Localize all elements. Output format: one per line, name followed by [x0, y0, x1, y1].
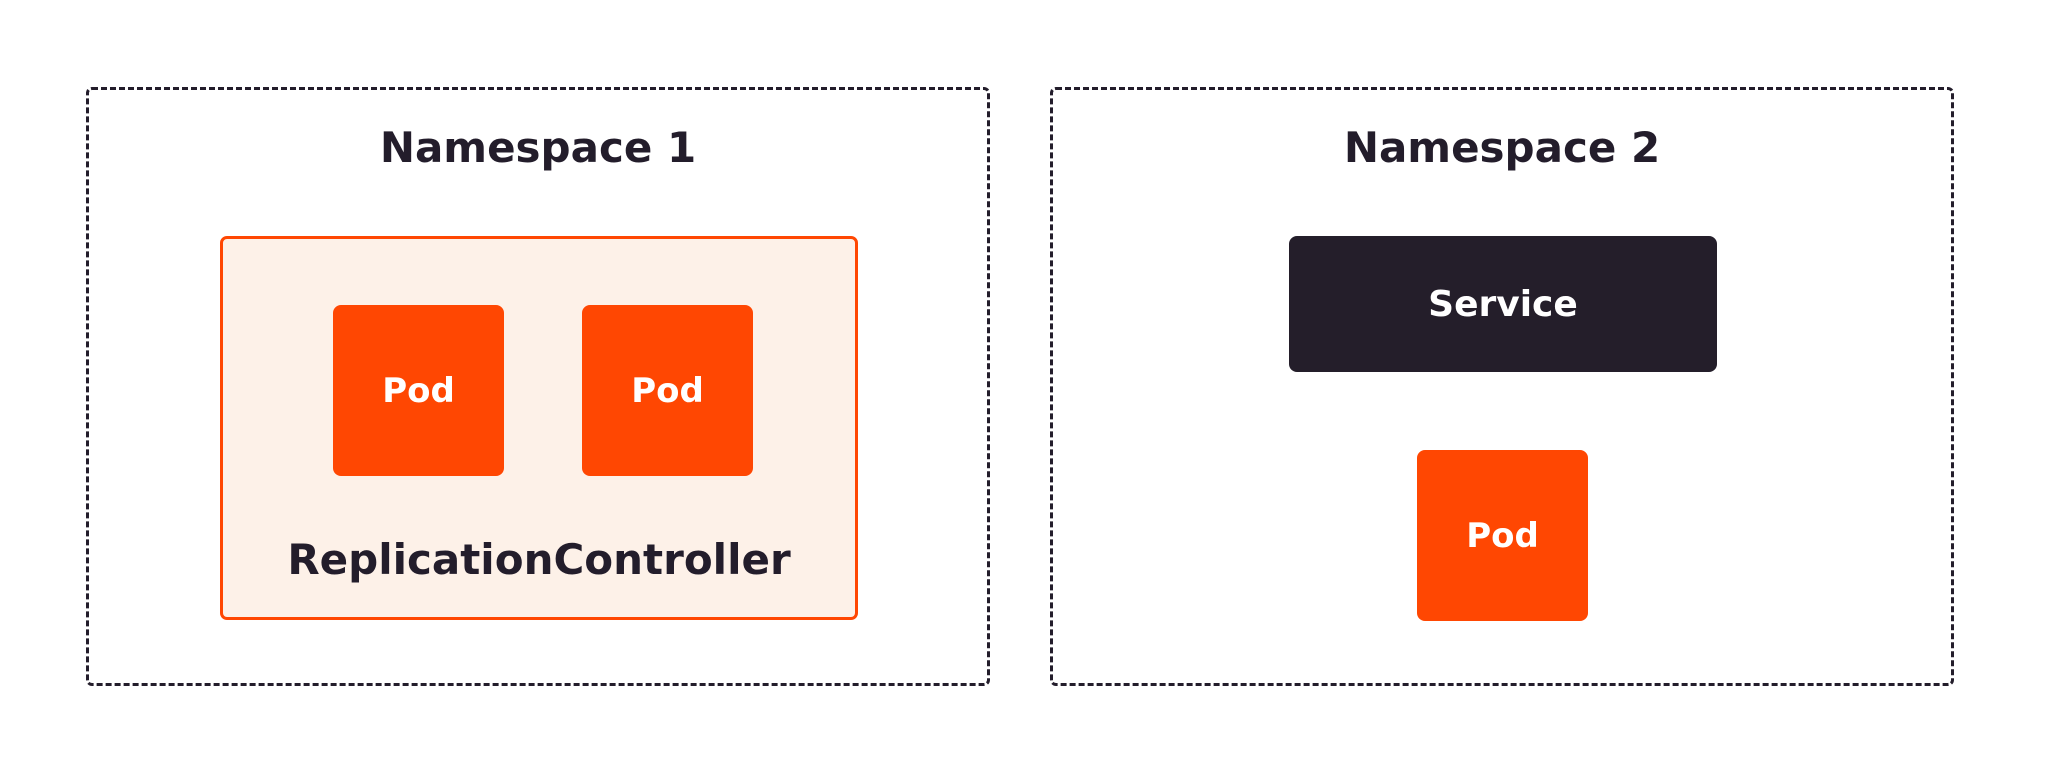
namespace-2-title: Namespace 2	[1343, 123, 1661, 172]
namespace-2-box: Namespace 2 Service Pod	[1050, 87, 1954, 686]
service-node: Service	[1289, 236, 1717, 372]
namespace-1-title: Namespace 1	[379, 123, 697, 172]
namespace-1-box: Namespace 1 Pod Pod ReplicationControlle…	[86, 87, 990, 686]
replication-controller-box: Pod Pod ReplicationController	[220, 236, 858, 620]
pod-node: Pod	[582, 305, 753, 476]
replication-controller-label: ReplicationController	[287, 535, 791, 584]
pod-label: Pod	[631, 370, 704, 411]
pod-node: Pod	[333, 305, 504, 476]
service-label: Service	[1428, 283, 1578, 325]
pod-label: Pod	[1466, 515, 1539, 556]
pod-node: Pod	[1417, 450, 1588, 621]
pod-label: Pod	[382, 370, 455, 411]
